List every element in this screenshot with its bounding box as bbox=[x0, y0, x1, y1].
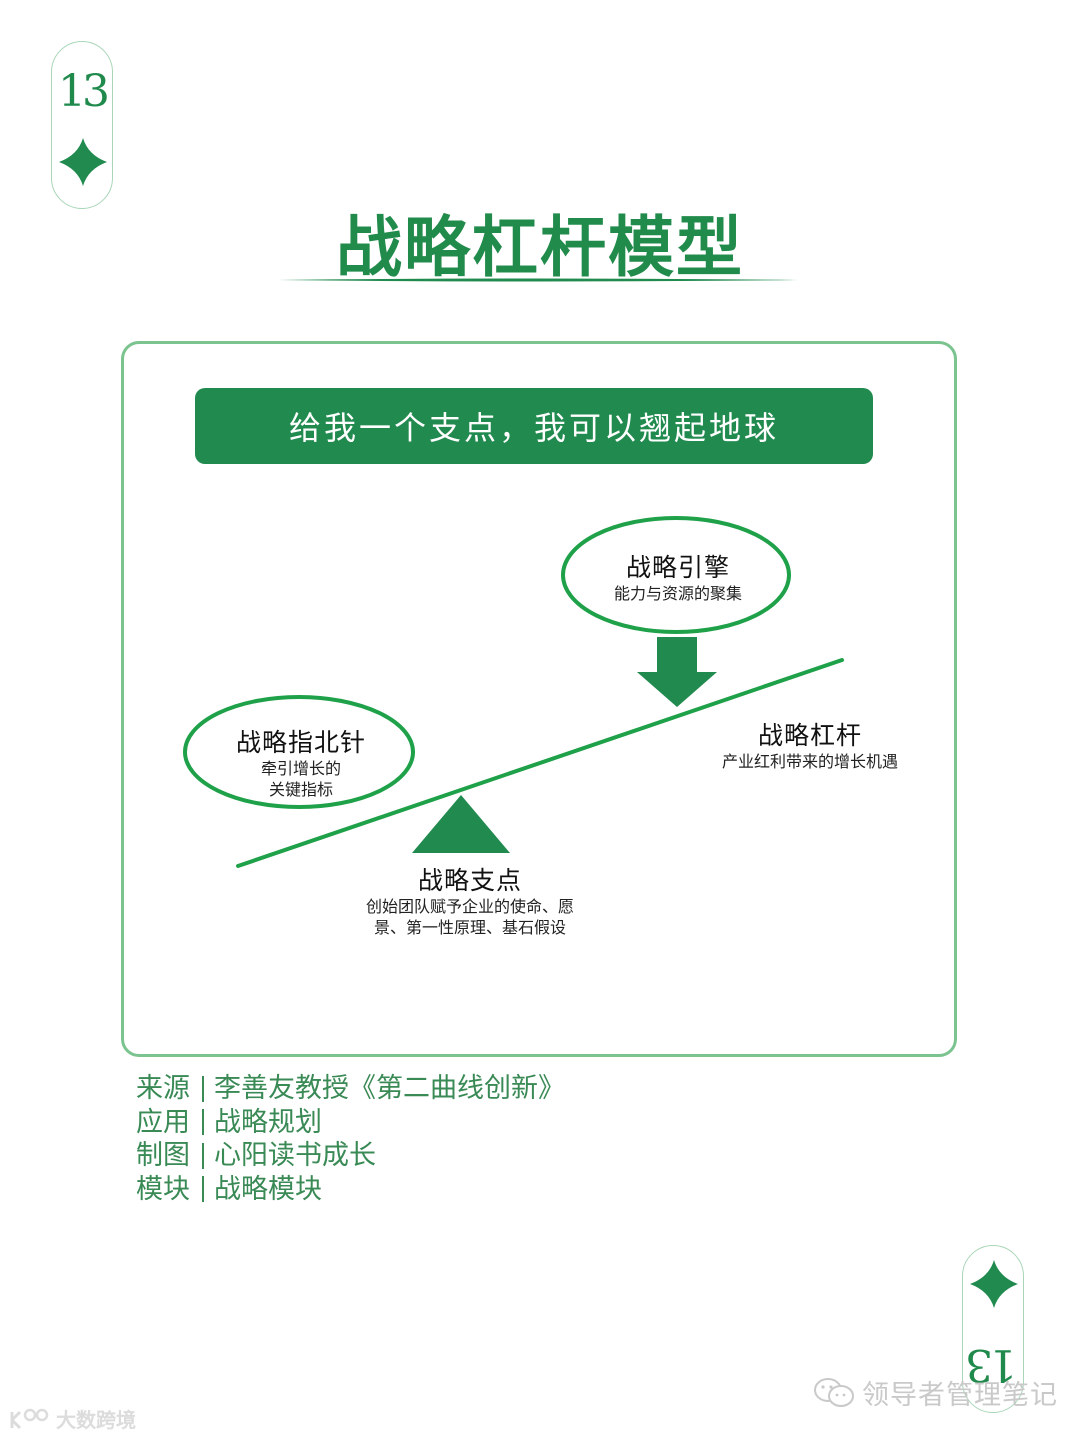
diamond-icon bbox=[59, 138, 107, 186]
quote-text: 给我一个支点，我可以翘起地球 bbox=[288, 409, 779, 447]
info-key: 应用 bbox=[136, 1106, 190, 1138]
info-row-module: 模块 战略模块 bbox=[136, 1173, 565, 1207]
fulcrum-title: 战略支点 bbox=[417, 866, 522, 895]
info-value: 李善友教授《第二曲线创新》 bbox=[214, 1073, 565, 1104]
lever-title: 战略杠杆 bbox=[757, 721, 862, 750]
fulcrum-desc-line1: 创始团队赋予企业的使命、愿 bbox=[365, 897, 574, 916]
logo-icon bbox=[10, 1408, 49, 1429]
diagram-frame bbox=[121, 341, 957, 1057]
wechat-icon bbox=[814, 1377, 854, 1407]
lever-bar bbox=[236, 658, 844, 868]
lever-desc: 产业红利带来的增长机遇 bbox=[721, 752, 898, 771]
down-arrow-icon bbox=[637, 637, 717, 707]
page-badge-top: 13 bbox=[51, 41, 113, 209]
quote-banner: 给我一个支点，我可以翘起地球 bbox=[195, 388, 873, 464]
fulcrum-label: 战略支点 创始团队赋予企业的使命、愿 景、第一性原理、基石假设 bbox=[340, 866, 600, 938]
compass-desc-line1: 牵引增长的 bbox=[260, 759, 341, 778]
compass-ellipse bbox=[183, 695, 415, 809]
engine-ellipse bbox=[561, 516, 791, 634]
title-underline bbox=[278, 278, 798, 282]
watermark-left-text: 大数跨境 bbox=[56, 1408, 136, 1432]
page-badge-bottom: 13 bbox=[962, 1245, 1024, 1413]
compass-label: 战略指北针 牵引增长的 关键指标 bbox=[186, 728, 416, 800]
info-row-author: 制图 心阳读书成长 bbox=[136, 1139, 565, 1173]
info-list: 来源 李善友教授《第二曲线创新》 应用 战略规划 制图 心阳读书成长 模块 战略… bbox=[136, 1072, 565, 1206]
watermark-right-text: 领导者管理笔记 bbox=[862, 1380, 1058, 1411]
watermark-wechat: 领导者管理笔记 bbox=[812, 1373, 1058, 1412]
info-value: 战略规划 bbox=[214, 1106, 322, 1138]
info-key: 来源 bbox=[136, 1073, 190, 1104]
info-key: 模块 bbox=[136, 1173, 190, 1205]
fulcrum-triangle bbox=[412, 795, 510, 853]
compass-title: 战略指北针 bbox=[235, 728, 366, 757]
engine-title: 战略引擎 bbox=[625, 553, 730, 582]
info-key: 制图 bbox=[136, 1140, 190, 1171]
info-row-source: 来源 李善友教授《第二曲线创新》 bbox=[136, 1072, 565, 1106]
watermark-brand: 大数跨境 bbox=[8, 1404, 136, 1433]
info-separator bbox=[202, 1075, 204, 1102]
info-row-application: 应用 战略规划 bbox=[136, 1106, 565, 1140]
compass-desc-line2: 关键指标 bbox=[268, 780, 333, 799]
page-number-top: 13 bbox=[58, 66, 110, 117]
info-value: 战略模块 bbox=[214, 1173, 322, 1205]
info-separator bbox=[202, 1176, 204, 1203]
engine-label: 战略引擎 能力与资源的聚集 bbox=[563, 553, 793, 604]
engine-desc: 能力与资源的聚集 bbox=[613, 584, 742, 603]
lever-label: 战略杠杆 产业红利带来的增长机遇 bbox=[690, 721, 930, 772]
info-separator bbox=[202, 1109, 204, 1136]
info-separator bbox=[202, 1142, 204, 1169]
page-title: 战略杠杆模型 bbox=[336, 209, 744, 286]
info-value: 心阳读书成长 bbox=[214, 1140, 376, 1171]
diamond-icon bbox=[970, 1260, 1018, 1308]
fulcrum-desc-line2: 景、第一性原理、基石假设 bbox=[373, 918, 566, 937]
